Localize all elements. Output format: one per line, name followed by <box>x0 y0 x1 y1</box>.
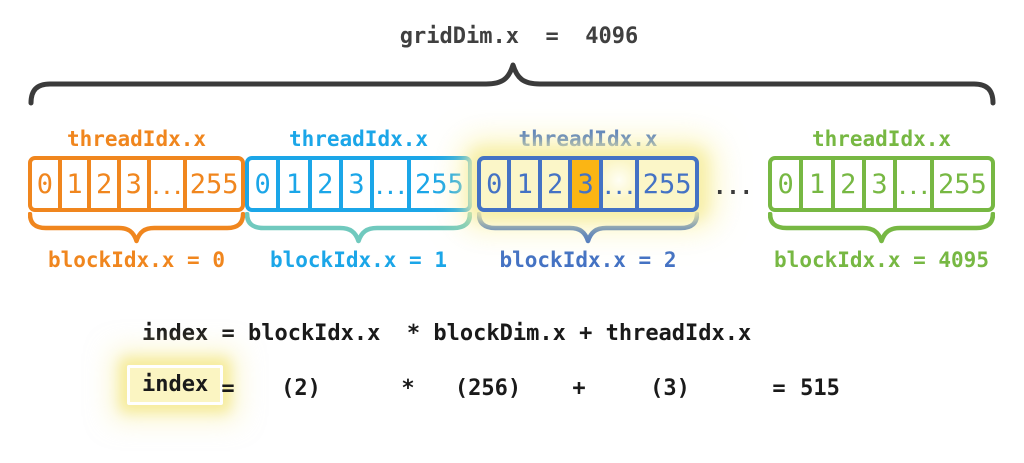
thread-cell: 0 <box>254 168 271 200</box>
block-underbrace-icon <box>477 212 699 244</box>
thread-cell: 1 <box>507 160 537 208</box>
thread-cell-highlighted: 3 <box>568 160 599 208</box>
block-dim-value: (256) <box>454 376 522 401</box>
thread-cell: 2 <box>830 160 862 208</box>
thread-cell-ellipsis: ... <box>146 160 183 208</box>
thread-cell: 3 <box>338 160 370 208</box>
thread-idx-value: (3) <box>650 376 690 401</box>
thread-idx-label: threadIdx.x <box>66 127 207 151</box>
thread-cell: 255 <box>635 160 695 208</box>
thread-cell-ellipsis: ... <box>370 160 407 208</box>
thread-cells-row: 0 1 2 3 ... 255 <box>245 156 472 212</box>
thread-cell: 255 <box>929 160 991 208</box>
thread-cells-row: 0 1 2 3 ... 255 <box>28 156 245 212</box>
equals-sign: = <box>772 376 786 401</box>
block-underbrace-icon <box>768 212 995 244</box>
thread-cell: 0 <box>36 168 53 200</box>
grid-dim-title: gridDim.x = 4096 <box>399 24 639 49</box>
block-underbrace-icon <box>28 212 245 244</box>
thread-cells-row: 0 1 2 3 ... 255 <box>768 156 995 212</box>
thread-cell: 255 <box>406 160 468 208</box>
index-result-highlight-box: index <box>127 365 224 405</box>
equals-sign: = <box>221 376 235 401</box>
multiply-sign: * <box>401 376 415 401</box>
thread-idx-label: threadIdx.x <box>518 127 658 151</box>
thread-cell: 1 <box>799 160 830 208</box>
thread-cell: 255 <box>183 160 241 208</box>
index-result-value: 515 <box>800 376 840 401</box>
thread-cell: 1 <box>57 160 88 208</box>
between-blocks-ellipsis: ... <box>713 175 753 200</box>
thread-cell-ellipsis: ... <box>598 160 636 208</box>
thread-cell: 2 <box>307 160 339 208</box>
thread-cells-row: 0 1 2 3 ... 255 <box>477 156 699 212</box>
index-formula-general: index = blockIdx.x * blockDim.x + thread… <box>142 321 752 346</box>
thread-cell-ellipsis: ... <box>893 160 930 208</box>
thread-cell: 3 <box>861 160 893 208</box>
thread-idx-label: threadIdx.x <box>288 127 429 151</box>
block-group-1: threadIdx.x 0 1 2 3 ... 255 blockIdx.x =… <box>245 124 472 273</box>
thread-cell: 0 <box>777 168 794 200</box>
thread-cell: 1 <box>276 160 307 208</box>
block-idx-label: blockIdx.x = 4095 <box>774 248 989 272</box>
grid-overbrace-icon <box>28 62 996 106</box>
block-idx-value: (2) <box>281 376 321 401</box>
plus-sign: + <box>572 376 586 401</box>
thread-cell: 2 <box>537 160 568 208</box>
block-idx-label: blockIdx.x = 1 <box>269 248 447 272</box>
block-group-4095: threadIdx.x 0 1 2 3 ... 255 blockIdx.x =… <box>768 124 995 273</box>
block-idx-label: blockIdx.x = 0 <box>47 248 225 272</box>
thread-cell: 0 <box>486 168 503 200</box>
thread-idx-label: threadIdx.x <box>811 127 952 151</box>
thread-cell: 3 <box>116 160 147 208</box>
thread-cell: 2 <box>87 160 117 208</box>
block-idx-label: blockIdx.x = 2 <box>499 248 677 272</box>
block-underbrace-icon <box>245 212 472 244</box>
block-group-0: threadIdx.x 0 1 2 3 ... 255 blockIdx.x =… <box>28 124 245 273</box>
block-group-2-highlighted: threadIdx.x 0 1 2 3 ... 255 blockIdx.x =… <box>477 124 699 273</box>
